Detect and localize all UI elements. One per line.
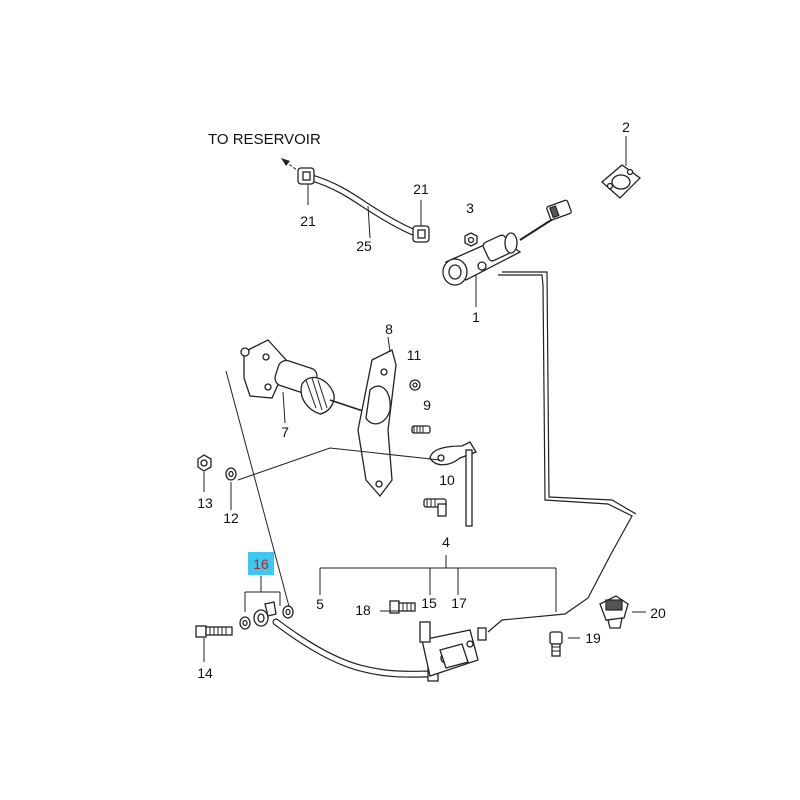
- callout-13: 13: [197, 495, 213, 511]
- bracket-bolt: [389, 600, 416, 614]
- callout-bracket-16: [244, 576, 281, 612]
- assembly-guide-line-2: [237, 447, 441, 481]
- callout-19: 19: [585, 630, 601, 646]
- callout-leaders: [203, 472, 646, 662]
- hex-nut: [197, 454, 212, 472]
- clutch-slave-cylinder: [240, 339, 367, 424]
- callout-5: 5: [316, 596, 324, 612]
- highlighted-part-number: 16: [253, 556, 269, 572]
- callout-2: 2: [622, 119, 630, 135]
- callout-numbers: 2 21 3 21 25 1 8 11 9 7 10 13 12 4 5 18 …: [197, 119, 666, 681]
- banjo-bolt: [195, 625, 233, 638]
- callout-21-left: 21: [300, 213, 316, 229]
- callout-18: 18: [355, 602, 371, 618]
- callout-7: 7: [281, 424, 289, 440]
- clutch-flexible-hose: [272, 618, 439, 682]
- callout-15: 15: [421, 595, 437, 611]
- callout-4: 4: [442, 534, 450, 550]
- flat-washer: [225, 467, 237, 481]
- hose-end-fitting: [599, 595, 629, 629]
- to-reservoir-label: TO RESERVOIR: [208, 131, 321, 148]
- callout-11: 11: [407, 347, 422, 363]
- callout-17: 17: [451, 595, 467, 611]
- callout-12: 12: [223, 510, 239, 526]
- clutch-master-cylinder: [442, 199, 572, 307]
- hose-clamp-lower: [412, 200, 430, 243]
- callout-8: 8: [385, 321, 393, 337]
- clutch-release-fork: [357, 336, 397, 498]
- callout-25: 25: [356, 238, 372, 254]
- master-cylinder-nut: [464, 232, 478, 247]
- callout-bracket-4: [319, 555, 557, 612]
- callout-3: 3: [466, 200, 474, 216]
- reservoir-hose: [308, 174, 422, 239]
- clutch-pipe-upper: [487, 274, 633, 633]
- callout-21-upper: 21: [413, 181, 429, 197]
- banjo-fitting: [239, 601, 294, 630]
- fork-pivot-bracket: [423, 441, 477, 527]
- callout-10: 10: [439, 472, 455, 488]
- pipe-bracket-assembly: [419, 621, 487, 677]
- callout-highlight-16[interactable]: 16: [248, 552, 274, 575]
- fork-washer: [409, 379, 421, 391]
- fork-bolt: [411, 425, 431, 434]
- assembly-guide-line: [225, 370, 291, 611]
- callout-14: 14: [197, 665, 213, 681]
- callout-20: 20: [650, 605, 666, 621]
- callout-1: 1: [472, 309, 480, 325]
- hose-clamp-upper: [297, 167, 315, 205]
- reservoir-arrow: [281, 158, 301, 173]
- callout-9: 9: [423, 397, 431, 413]
- bleeder-fitting: [549, 631, 563, 657]
- master-cylinder-gasket: [601, 136, 641, 199]
